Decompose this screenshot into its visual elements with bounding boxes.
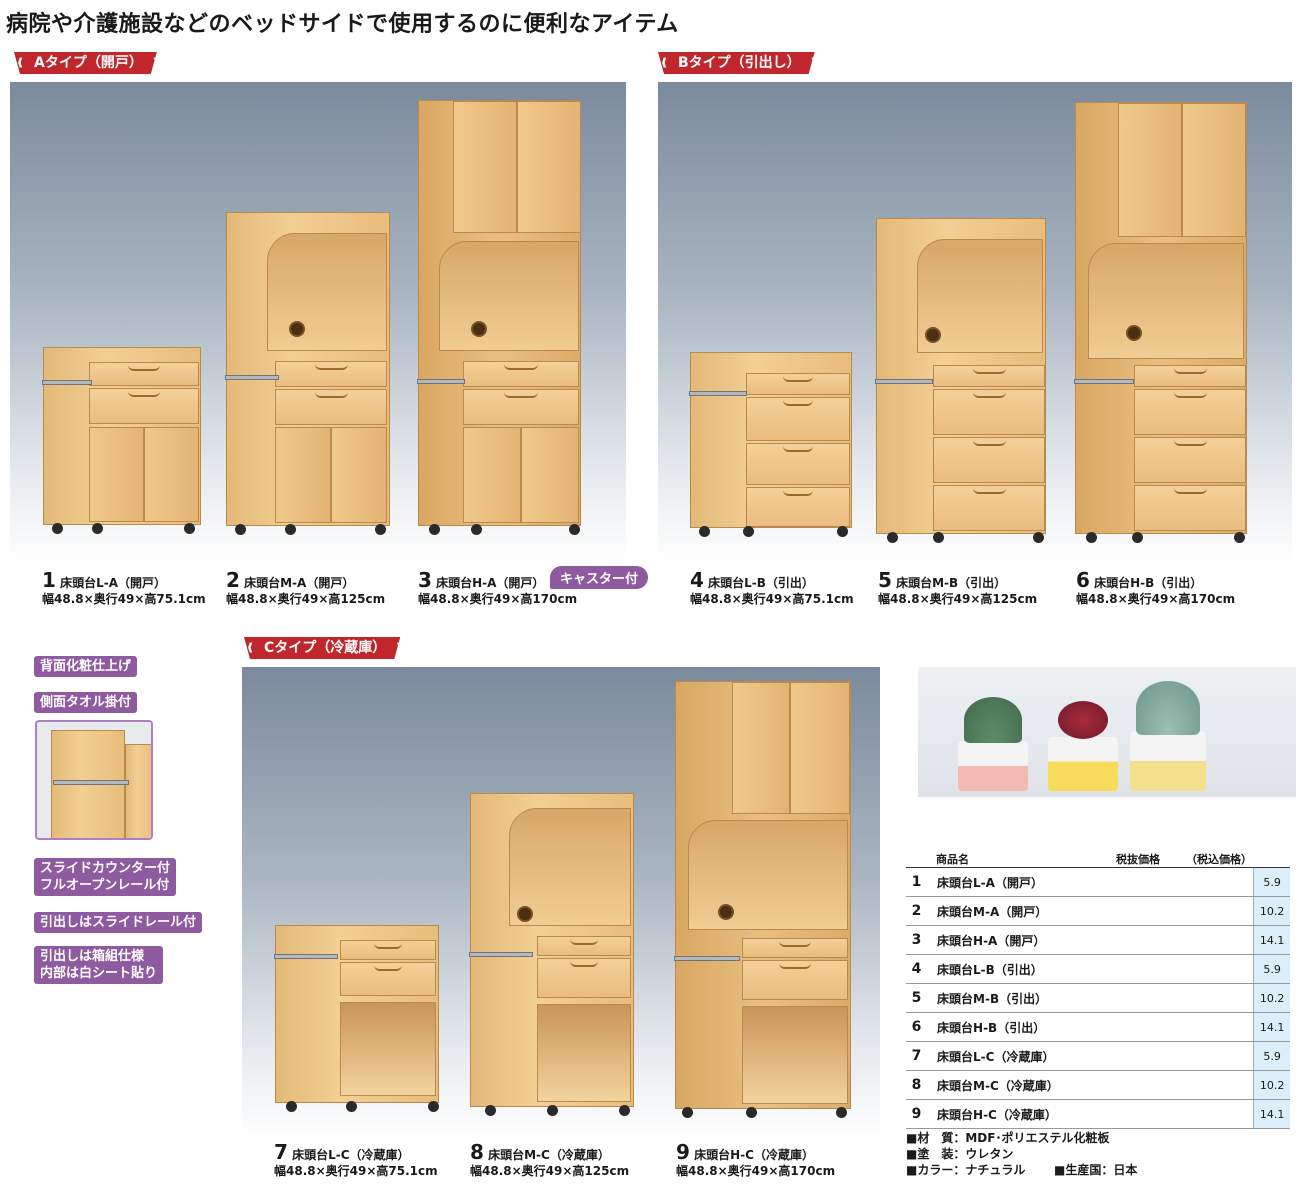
spec-color: ■カラー：ナチュラル	[906, 1163, 1026, 1177]
price-row-num: 1	[906, 868, 928, 897]
photo-b-type	[658, 82, 1292, 562]
price-row-value: 10.2	[1253, 983, 1290, 1013]
price-row-name: 床頭台H-C（冷蔵庫）	[927, 1099, 1254, 1129]
price-row-num: 4	[906, 954, 928, 984]
cabinet-1-image	[42, 347, 201, 534]
price-row-name: 床頭台M-C（冷蔵庫）	[927, 1070, 1254, 1100]
header-name: 商品名	[936, 853, 969, 866]
header-price-in: （税込価格）	[1186, 853, 1252, 866]
price-row-value: 5.9	[1253, 954, 1290, 984]
plant-photo	[918, 667, 1296, 797]
price-row-value: 14.1	[1253, 1099, 1290, 1129]
caption-2: 2 床頭台M-A（開戸）幅48.8×奥行49×高125cm	[226, 568, 386, 606]
section-tag-a: Aタイプ（開戸）	[14, 52, 157, 74]
caption-3: 3 床頭台H-A（開戸）幅48.8×奥行49×高170cm	[418, 568, 578, 606]
price-row-value: 10.2	[1253, 896, 1290, 926]
caption-8: 8 床頭台M-C（冷蔵庫）幅48.8×奥行49×高125cm	[470, 1140, 630, 1178]
price-row-name: 床頭台L-C（冷蔵庫）	[927, 1041, 1254, 1071]
cabinet-8-image	[469, 793, 634, 1116]
header-price-ex: 税抜価格	[1116, 853, 1160, 866]
price-table-header: 商品名 税抜価格 （税込価格）	[906, 851, 1290, 868]
caster-callout: キャスター付	[550, 566, 649, 589]
price-row-name: 床頭台H-A（開戸）	[927, 925, 1254, 955]
cabinet-4-image	[689, 352, 852, 537]
section-tag-b: Bタイプ（引出し）	[658, 52, 815, 74]
spec-finish: ■塗 装：ウレタン	[906, 1147, 1014, 1161]
cabinet-6-image	[1074, 102, 1247, 543]
price-row-value: 14.1	[1253, 1012, 1290, 1042]
price-row-name: 床頭台M-A（開戸）	[927, 896, 1254, 926]
price-row-num: 5	[906, 983, 928, 1013]
price-row-name: 床頭台L-B（引出）	[927, 954, 1254, 984]
price-row-value: 10.2	[1253, 1070, 1290, 1100]
price-row-name: 床頭台L-A（開戸）	[927, 868, 1254, 897]
cabinet-5-image	[875, 218, 1046, 543]
cabinet-7-image	[274, 925, 439, 1112]
caption-7: 7 床頭台L-C（冷蔵庫）幅48.8×奥行49×高75.1cm	[274, 1140, 438, 1178]
spec-origin: ■生産国：日本	[1054, 1163, 1138, 1177]
price-row-name: 床頭台M-B（引出）	[927, 983, 1254, 1013]
caption-4: 4 床頭台L-B（引出）幅48.8×奥行49×高75.1cm	[690, 568, 854, 606]
price-row-num: 2	[906, 896, 928, 926]
feature-slide-counter: スライドカウンター付フルオープンレール付	[34, 858, 177, 896]
price-row-value: 14.1	[1253, 925, 1290, 955]
caption-1: 1 床頭台L-A（開戸）幅48.8×奥行49×高75.1cm	[42, 568, 206, 606]
cabinet-9-image	[674, 681, 851, 1118]
cabinet-3-image	[417, 100, 581, 535]
photo-a-type	[10, 82, 626, 562]
feature-back-finish: 背面化粧仕上げ	[34, 656, 138, 677]
caption-6: 6 床頭台H-B（引出）幅48.8×奥行49×高170cm	[1076, 568, 1236, 606]
caption-5: 5 床頭台M-B（引出）幅48.8×奥行49×高125cm	[878, 568, 1038, 606]
price-row-name: 床頭台H-B（引出）	[927, 1012, 1254, 1042]
page-title: 病院や介護施設などのベッドサイドで使用するのに便利なアイテム	[6, 12, 679, 37]
caption-9: 9 床頭台H-C（冷蔵庫）幅48.8×奥行49×高170cm	[676, 1140, 836, 1178]
price-row-num: 9	[906, 1099, 928, 1129]
cabinet-2-image	[225, 212, 390, 535]
spec-material: ■材 質：MDF･ポリエステル化粧板	[906, 1131, 1110, 1145]
price-row-num: 7	[906, 1041, 928, 1071]
price-row-num: 8	[906, 1070, 928, 1100]
price-row-num: 3	[906, 925, 928, 955]
feature-slide-rail: 引出しはスライドレール付	[34, 912, 203, 933]
feature-box-drawer: 引出しは箱組仕様内部は白シート貼り	[34, 946, 164, 984]
section-tag-c: Cタイプ（冷蔵庫）	[244, 637, 400, 659]
photo-c-type	[242, 667, 880, 1137]
towel-bar-detail-image	[35, 720, 153, 840]
price-row-num: 6	[906, 1012, 928, 1042]
price-row-value: 5.9	[1253, 1041, 1290, 1071]
price-row-value: 5.9	[1253, 868, 1290, 897]
feature-towel-bar: 側面タオル掛付	[34, 692, 138, 713]
